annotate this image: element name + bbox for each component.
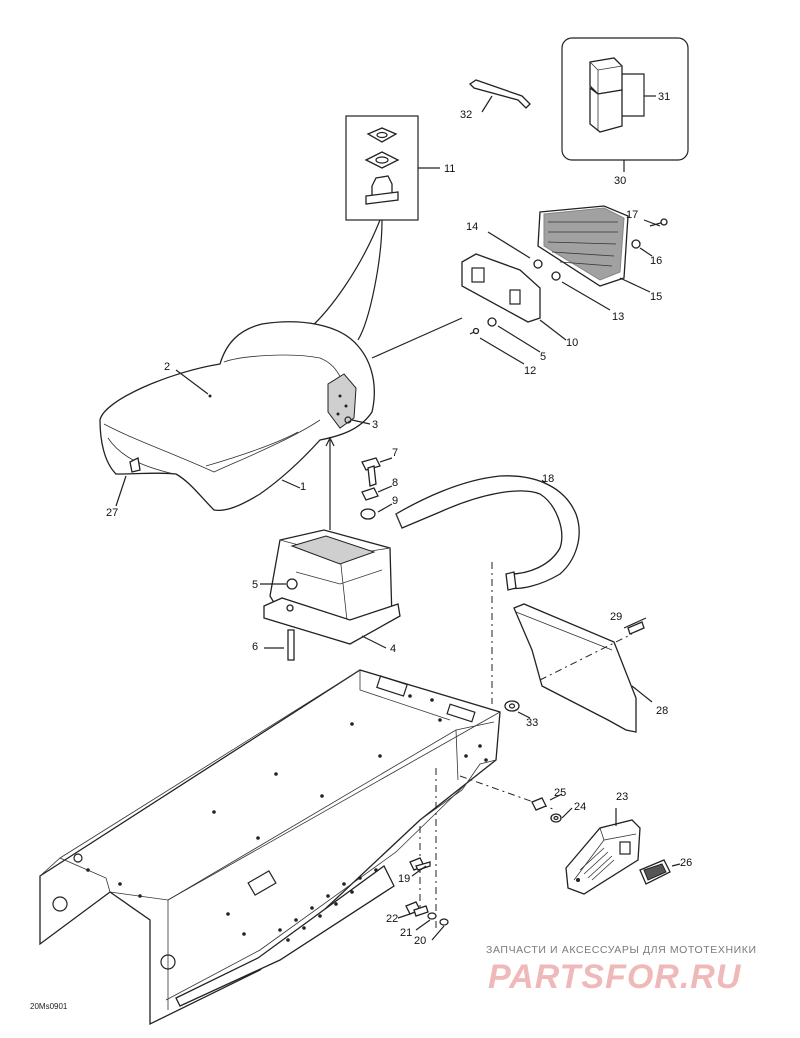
callout-label: 5 [252,579,258,591]
part-33-washer [504,700,531,719]
callout-label: 11 [444,163,455,175]
callout-label: 3 [372,419,378,431]
callout-label: 22 [386,913,398,925]
callout-label: 1 [300,481,306,493]
callout-label: 24 [574,801,586,813]
part-23-reflector-plate [565,808,681,895]
callout-labels: 1 2 3 4 5 5 6 7 8 9 10 11 12 13 14 15 16… [106,91,692,947]
callout-label: 23 [616,791,628,803]
callout-label: 13 [612,311,624,323]
callout-label: 7 [392,447,398,459]
callout-label: 2 [164,361,170,373]
part-4-storage-box [260,529,401,661]
callout-label: 29 [610,611,622,623]
callout-label: 33 [526,717,538,729]
part-11-kit-box [309,115,440,341]
hardware-7-8-9 [360,457,393,520]
part-30-kit-box [561,37,689,172]
callout-label: 30 [614,175,626,187]
callout-label: 21 [400,927,412,939]
watermark-logo: PARTSFOR.RU [488,958,742,996]
callout-label: 14 [466,221,478,233]
callout-label: 5 [540,351,546,363]
callout-label: 19 [398,873,410,885]
callout-label: 17 [626,209,638,221]
part-18-grab-handle [395,475,580,704]
callout-label: 25 [554,787,566,799]
callout-label: 16 [650,255,662,267]
callout-label: 9 [392,495,398,507]
callout-label: 15 [650,291,662,303]
callout-label: 28 [656,705,668,717]
drawing-code: 20Ms0901 [30,1002,68,1011]
callout-label: 27 [106,507,118,519]
part-32-wrench [468,79,531,113]
taillight-assembly [371,205,668,365]
callout-label: 20 [414,935,426,947]
rear-tunnel-frame [39,669,557,1026]
callout-label: 12 [524,365,536,377]
hardware-19-25 [397,793,573,941]
part-1-seat [99,321,375,530]
callout-label: 32 [460,109,472,121]
callout-label: 8 [392,477,398,489]
callout-label: 6 [252,641,258,653]
callout-label: 4 [390,643,396,655]
part-28-flap [513,603,653,733]
callout-label: 31 [658,91,670,103]
callout-label: 18 [542,473,554,485]
callout-label: 26 [680,857,692,869]
callout-label: 10 [566,337,578,349]
watermark-tagline: ЗАПЧАСТИ И АКСЕССУАРЫ ДЛЯ МОТОТЕХНИКИ [486,944,757,956]
